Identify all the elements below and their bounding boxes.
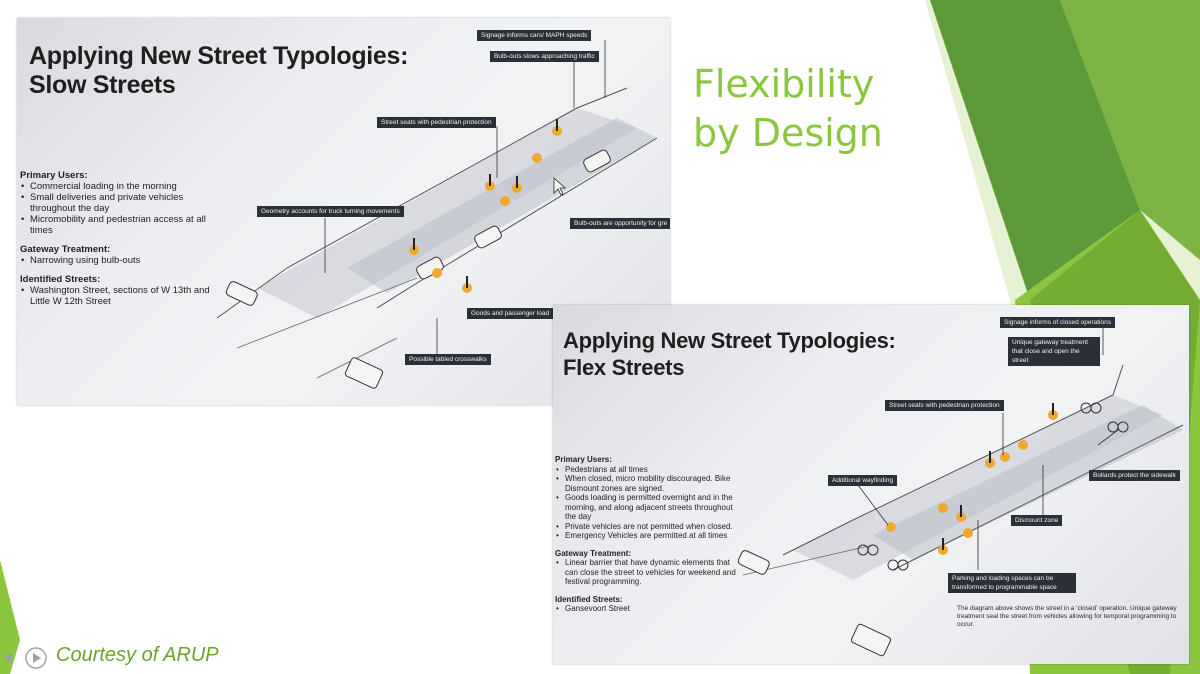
callout-dismount: Dismount zone	[1011, 515, 1063, 526]
flex-identified-heading: Identified Streets:	[555, 594, 623, 604]
slide-title: Flexibility by Design	[693, 60, 953, 158]
callout-goods: Goods and passenger load	[467, 308, 554, 319]
callout-wayfinding: Additional wayfinding	[828, 475, 898, 486]
flex-title-line-1: Applying New Street Typologies:	[563, 328, 896, 353]
list-item: Narrowing using bulb-outs	[20, 255, 215, 266]
slow-primary-users-heading: Primary Users:	[20, 170, 88, 181]
play-icon[interactable]	[25, 647, 47, 669]
flex-gateway-heading: Gateway Treatment:	[555, 548, 632, 558]
flex-streets-title: Applying New Street Typologies: Flex Str…	[563, 327, 896, 381]
callout-crosswalks: Possible tabled crosswalks	[405, 354, 491, 365]
list-item: Small deliveries and private vehicles th…	[20, 192, 215, 214]
slow-primary-users-list: Commercial loading in the morning Small …	[20, 181, 215, 236]
flex-identified-list: Gansevoort Street	[555, 604, 745, 614]
slide-title-line-1: Flexibility	[693, 62, 875, 106]
callout-gateway: Unique gateway treatment that close and …	[1008, 337, 1100, 366]
slow-gateway-heading: Gateway Treatment:	[20, 244, 111, 255]
flex-street-illustration	[737, 325, 1184, 657]
list-item: Emergency Vehicles are permitted at all …	[555, 531, 745, 541]
callout-signage: Signage informs cars/ MAPH speeds	[477, 30, 592, 41]
slow-streets-title: Applying New Street Typologies: Slow Str…	[29, 42, 408, 100]
list-item: Goods loading is permitted overnight and…	[555, 493, 745, 522]
list-item: Linear barrier that have dynamic element…	[555, 558, 745, 587]
previous-icon[interactable]	[4, 653, 11, 663]
slow-title-line-2: Slow Streets	[29, 71, 176, 99]
list-item: Washington Street, sections of W 13th an…	[20, 285, 215, 307]
callout-street-seats: Street seats with pedestrian protection	[377, 117, 496, 128]
callout-bulb-slows: Bulb-outs slows approaching traffic	[490, 51, 599, 62]
slow-title-line-1: Applying New Street Typologies:	[29, 42, 409, 70]
flex-streets-details: Primary Users: Pedestrians at all times …	[555, 455, 745, 614]
slow-street-illustration	[216, 40, 658, 389]
flex-primary-users-heading: Primary Users:	[555, 455, 612, 464]
list-item: Micromobility and pedestrian access at a…	[20, 214, 215, 236]
media-controls	[4, 647, 47, 669]
list-item: Private vehicles are not permitted when …	[555, 522, 745, 532]
list-item: When closed, micro mobility discouraged.…	[555, 474, 745, 493]
slide-title-line-2: by Design	[693, 111, 883, 155]
flex-title-line-2: Flex Streets	[563, 355, 685, 380]
slow-identified-list: Washington Street, sections of W 13th an…	[20, 285, 215, 307]
flex-gateway-list: Linear barrier that have dynamic element…	[555, 558, 745, 587]
list-item: Pedestrians at all times	[555, 465, 745, 475]
flex-primary-users-list: Pedestrians at all times When closed, mi…	[555, 465, 745, 541]
callout-bulb-opportunity: Bulb-outs are opportunity for gre	[570, 218, 670, 229]
flex-streets-photo: Applying New Street Typologies: Flex Str…	[553, 305, 1189, 664]
flex-diagram-caption: The diagram above shows the street in a …	[957, 605, 1177, 628]
list-item: Commercial loading in the morning	[20, 181, 215, 192]
slow-gateway-list: Narrowing using bulb-outs	[20, 255, 215, 266]
slow-identified-heading: Identified Streets:	[20, 274, 101, 285]
callout-bollards: Bollards protect the sidewalk	[1089, 470, 1180, 481]
slow-streets-details: Primary Users: Commercial loading in the…	[20, 170, 215, 307]
list-item: Gansevoort Street	[555, 604, 745, 614]
courtesy-credit: Courtesy of ARUP	[56, 644, 219, 666]
callout-geometry: Geometry accounts for truck turning move…	[257, 206, 404, 217]
callout-street-seats: Street seats with pedestrian protection	[885, 400, 1004, 411]
callout-signage: Signage informs of closed operations	[1000, 317, 1115, 328]
callout-parking: Parking and loading spaces can be transf…	[948, 573, 1076, 593]
